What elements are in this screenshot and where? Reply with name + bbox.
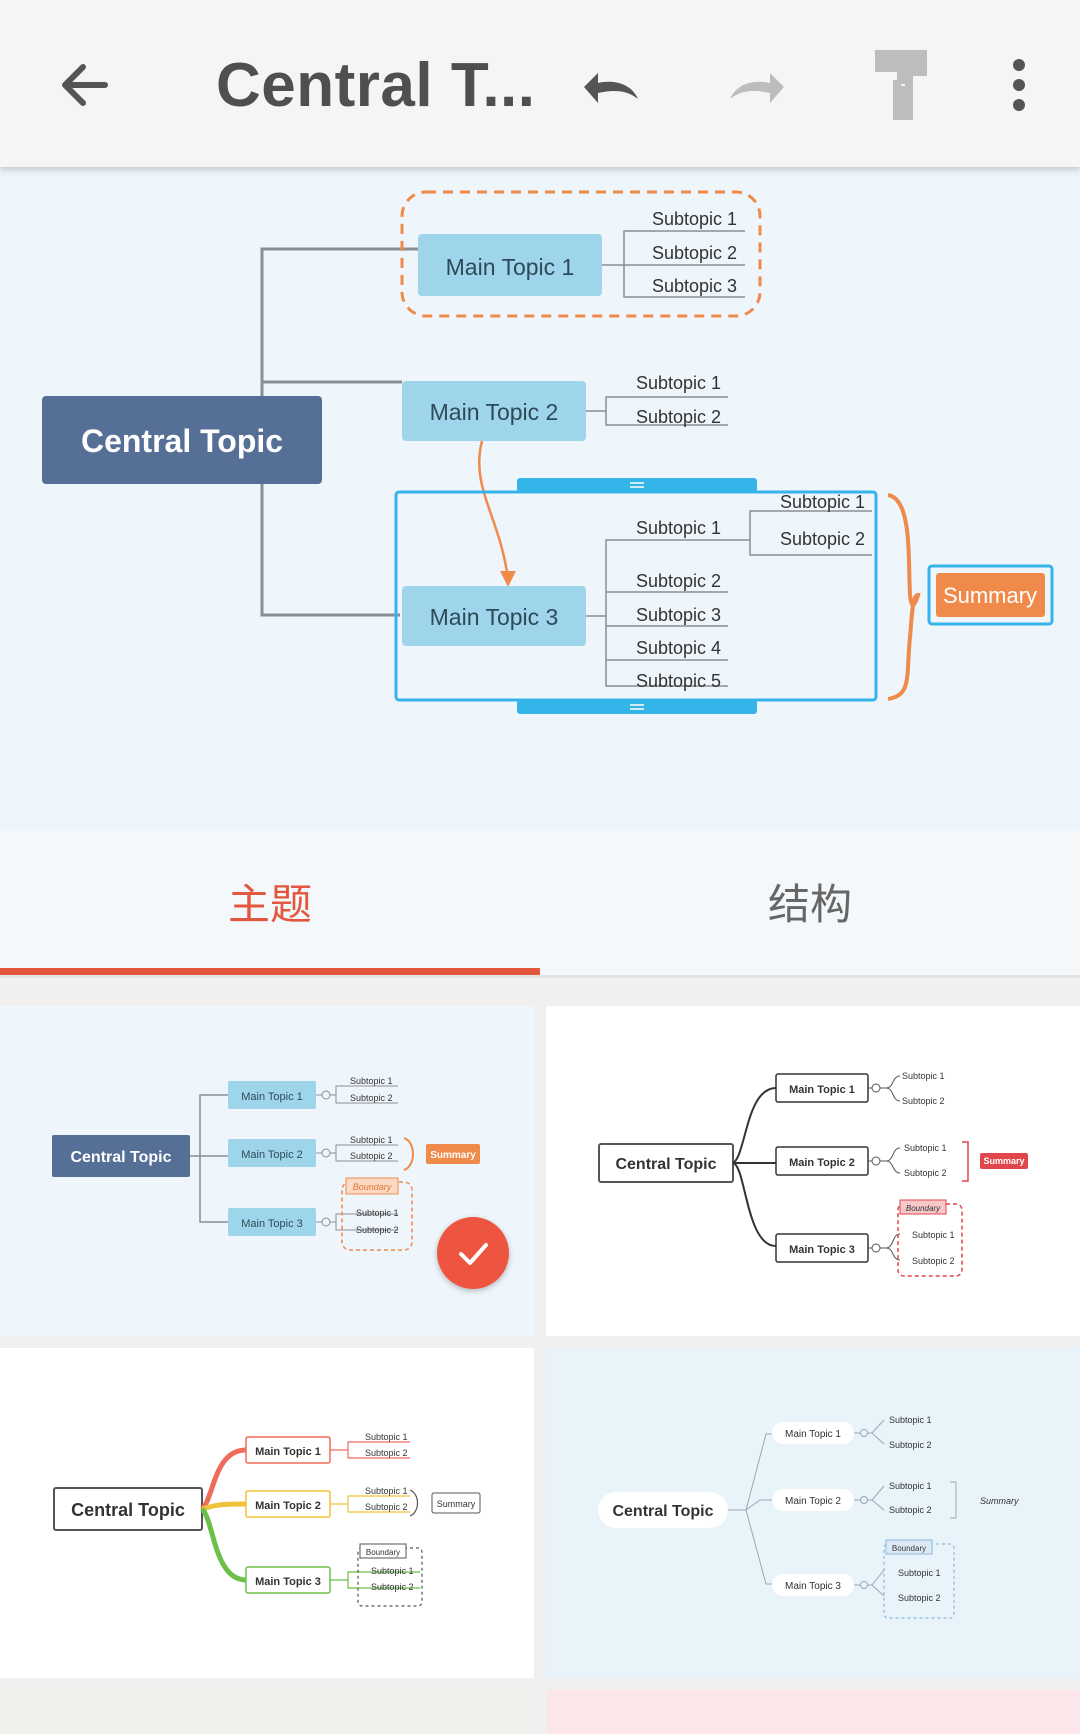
document-title[interactable]: Central T... xyxy=(216,51,536,120)
svg-text:Central Topic: Central Topic xyxy=(71,1500,185,1520)
svg-text:Subtopic 2: Subtopic 2 xyxy=(371,1582,414,1592)
svg-text:Subtopic 1: Subtopic 1 xyxy=(365,1486,408,1496)
undo-icon[interactable] xyxy=(566,40,656,130)
svg-text:Subtopic 2: Subtopic 2 xyxy=(904,1168,947,1178)
selected-check-icon xyxy=(437,1217,509,1289)
main-topic-3-node[interactable]: Main Topic 3 xyxy=(402,586,586,646)
svg-text:Boundary: Boundary xyxy=(353,1182,392,1192)
m3-sub1-subtopic-2: Subtopic 2 xyxy=(780,529,865,549)
main-topic-3-label: Main Topic 3 xyxy=(430,604,559,630)
m1-subtopic-2: Subtopic 2 xyxy=(652,243,737,263)
m2-subtopic-2: Subtopic 2 xyxy=(636,407,721,427)
svg-text:Subtopic 1: Subtopic 1 xyxy=(912,1230,955,1240)
svg-text:Subtopic 2: Subtopic 2 xyxy=(350,1093,393,1103)
svg-text:Subtopic 2: Subtopic 2 xyxy=(898,1593,941,1603)
m1-subtopic-1: Subtopic 1 xyxy=(652,209,737,229)
svg-text:Boundary: Boundary xyxy=(892,1544,926,1553)
m3-subtopic-3: Subtopic 3 xyxy=(636,605,721,625)
card1-central: Central Topic xyxy=(70,1149,171,1166)
resize-handle-bottom[interactable] xyxy=(517,700,757,714)
svg-text:Main Topic 3: Main Topic 3 xyxy=(255,1576,321,1588)
svg-text:Subtopic 1: Subtopic 1 xyxy=(889,1415,932,1425)
tab-divider xyxy=(0,975,1080,978)
format-painter-icon[interactable] xyxy=(856,40,946,130)
svg-text:Subtopic 2: Subtopic 2 xyxy=(902,1096,945,1106)
theme-card-rainbow[interactable]: Central Topic Main Topic 1 Main Topic 2 … xyxy=(0,1348,534,1678)
m3-subtopic-4: Subtopic 4 xyxy=(636,638,721,658)
svg-text:Main Topic 1: Main Topic 1 xyxy=(255,1446,321,1458)
svg-text:Summary: Summary xyxy=(980,1496,1019,1506)
svg-text:Main Topic 3: Main Topic 3 xyxy=(789,1244,855,1256)
central-topic-node[interactable]: Central Topic xyxy=(42,396,322,484)
m2-subtopic-1: Subtopic 1 xyxy=(636,373,721,393)
summary-brace[interactable] xyxy=(887,493,921,701)
svg-text:Boundary: Boundary xyxy=(906,1204,941,1213)
theme-card-next-left[interactable] xyxy=(0,1690,534,1734)
m3-sub1-subtopic-1: Subtopic 1 xyxy=(780,492,865,512)
style-tabs: 主题 结构 xyxy=(0,830,1080,978)
mindmap-drawing: Central Topic Main Topic 1 Subtopic 1 Su… xyxy=(42,190,1054,714)
svg-text:Subtopic 1: Subtopic 1 xyxy=(898,1568,941,1578)
card1-sub: Subtopic 1 xyxy=(350,1076,393,1086)
svg-text:Subtopic 1: Subtopic 1 xyxy=(889,1481,932,1491)
m1-subtopic-3: Subtopic 3 xyxy=(652,276,737,296)
svg-text:Subtopic 1: Subtopic 1 xyxy=(365,1432,408,1442)
card1-main-1: Main Topic 1 xyxy=(241,1091,303,1103)
svg-text:Subtopic 2: Subtopic 2 xyxy=(889,1505,932,1515)
theme-card-soft[interactable]: Central Topic Main Topic 1 Main Topic 2 … xyxy=(546,1348,1080,1678)
main-topic-1-node[interactable]: Main Topic 1 xyxy=(418,234,602,296)
svg-text:Main Topic 2: Main Topic 2 xyxy=(789,1157,855,1169)
more-vertical-icon[interactable] xyxy=(974,40,1064,130)
svg-text:Subtopic 2: Subtopic 2 xyxy=(365,1448,408,1458)
svg-text:Main Topic 1: Main Topic 1 xyxy=(789,1084,855,1096)
svg-text:Subtopic 2: Subtopic 2 xyxy=(889,1440,932,1450)
relationship-line[interactable] xyxy=(477,440,510,580)
svg-text:Subtopic 2: Subtopic 2 xyxy=(365,1502,408,1512)
mindmap-canvas[interactable]: Central Topic Main Topic 1 Subtopic 1 Su… xyxy=(0,167,1080,830)
redo-icon[interactable] xyxy=(712,40,802,130)
theme-card-classic[interactable]: Central Topic Main Topic 1 Main Topic 2 … xyxy=(546,1006,1080,1336)
active-tab-indicator xyxy=(0,968,540,975)
svg-text:Main Topic 2: Main Topic 2 xyxy=(785,1496,841,1507)
summary-node[interactable]: Summary xyxy=(927,564,1054,626)
app-toolbar: Central T... xyxy=(0,0,1080,167)
boundary-frame[interactable] xyxy=(400,190,762,318)
m3-subtopic-1: Subtopic 1 xyxy=(636,518,721,538)
svg-text:Subtopic 1: Subtopic 1 xyxy=(371,1566,414,1576)
main-topic-1-label: Main Topic 1 xyxy=(446,254,575,280)
theme-grid: Central Topic Main Topic 1 Main Topic 2 … xyxy=(0,978,1080,1734)
svg-text:Summary: Summary xyxy=(430,1150,476,1161)
svg-text:Subtopic 2: Subtopic 2 xyxy=(356,1225,399,1235)
back-arrow-icon[interactable] xyxy=(40,40,130,130)
svg-text:Summary: Summary xyxy=(437,1499,476,1509)
svg-text:Subtopic 2: Subtopic 2 xyxy=(350,1151,393,1161)
svg-text:Main Topic 2: Main Topic 2 xyxy=(255,1500,321,1512)
svg-text:Central Topic: Central Topic xyxy=(612,1503,713,1520)
svg-text:Subtopic 1: Subtopic 1 xyxy=(350,1135,393,1145)
svg-text:Subtopic 2: Subtopic 2 xyxy=(912,1256,955,1266)
main-topic-2-node[interactable]: Main Topic 2 xyxy=(402,381,586,441)
m3-subtopic-5: Subtopic 5 xyxy=(636,671,721,691)
tab-theme[interactable]: 主题 xyxy=(227,879,312,929)
svg-text:Central Topic: Central Topic xyxy=(615,1156,716,1173)
svg-text:Boundary: Boundary xyxy=(366,1548,400,1557)
svg-text:Summary: Summary xyxy=(983,1156,1024,1166)
svg-text:Subtopic 1: Subtopic 1 xyxy=(904,1143,947,1153)
m3-subtopic-2: Subtopic 2 xyxy=(636,571,721,591)
tab-structure[interactable]: 结构 xyxy=(767,879,852,929)
main-topic-2-label: Main Topic 2 xyxy=(430,399,559,425)
summary-label: Summary xyxy=(943,583,1037,608)
svg-text:Main Topic 3: Main Topic 3 xyxy=(785,1581,841,1592)
card1-main-2: Main Topic 2 xyxy=(241,1149,303,1161)
central-topic-label: Central Topic xyxy=(81,423,283,459)
svg-text:Subtopic 1: Subtopic 1 xyxy=(902,1071,945,1081)
svg-text:Subtopic 1: Subtopic 1 xyxy=(356,1208,399,1218)
resize-handle-top[interactable] xyxy=(517,478,757,492)
theme-card-next-right[interactable] xyxy=(546,1690,1080,1734)
card1-main-3: Main Topic 3 xyxy=(241,1218,303,1230)
theme-card-default[interactable]: Central Topic Main Topic 1 Main Topic 2 … xyxy=(0,1006,534,1336)
svg-text:Main Topic 1: Main Topic 1 xyxy=(785,1429,841,1440)
